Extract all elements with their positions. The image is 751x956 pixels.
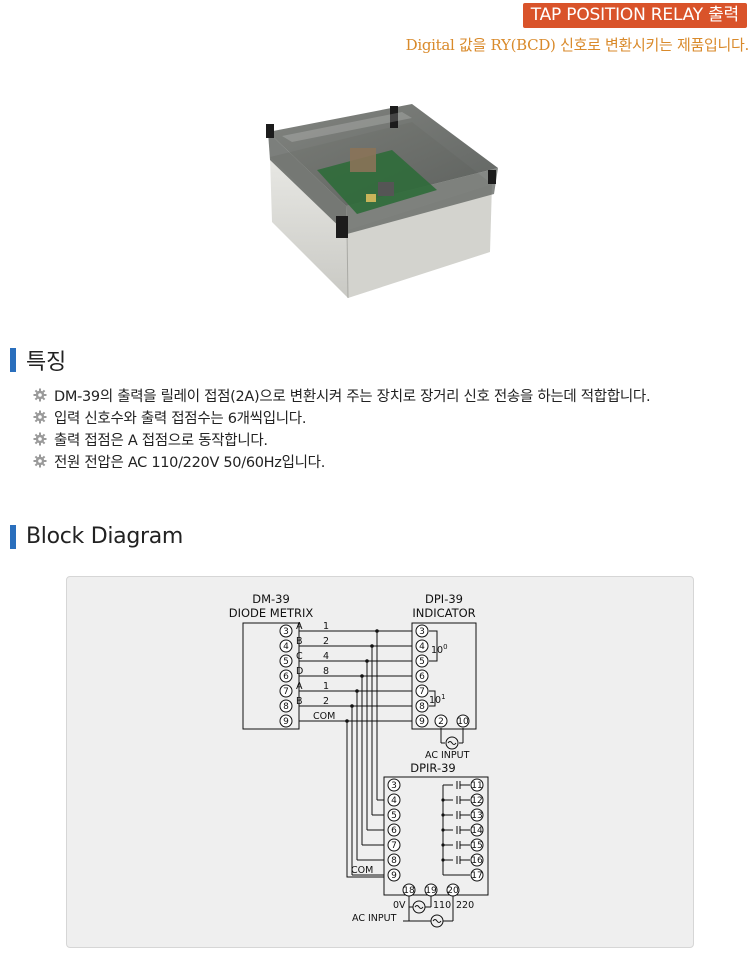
- product-subtitle: Digital 값을 RY(BCD) 신호로 변환시키는 제품입니다.: [405, 36, 750, 54]
- features-heading-text: 특징: [26, 350, 66, 375]
- dpir39-output: 13: [471, 811, 482, 821]
- product-title-badge: TAP POSITION RELAY 출력: [522, 3, 747, 28]
- feature-text: 입력 신호수와 출력 접점수는 6개씩입니다.: [54, 410, 307, 427]
- block-diagram: DM-39 DIODE METRIX DPI-39 INDICATOR DPIR…: [66, 576, 694, 948]
- dm39-letter: B: [296, 696, 303, 707]
- dm39-letter: A: [296, 681, 303, 692]
- dpi39-terminal: 6: [419, 672, 425, 682]
- dpi39-name: DPI-39: [425, 592, 463, 606]
- heading-bar: [10, 348, 16, 372]
- dpi39-terminal: 3: [419, 627, 425, 637]
- dpir39-output: 12: [471, 796, 482, 806]
- dpir39-bottom-terminal: 18: [403, 886, 415, 896]
- features-list: DM-39의 출력을 릴레이 접점(2A)으로 변환시켜 주는 장치로 장거리 …: [33, 384, 651, 472]
- dpir39-terminal: 4: [391, 796, 397, 806]
- dm39-terminal: 3: [283, 627, 289, 637]
- dpir39-bottom-terminal: 20: [447, 886, 459, 896]
- dm39-letter: D: [296, 666, 303, 677]
- product-image: [266, 104, 498, 299]
- dpi39-terminal: 2: [438, 717, 444, 727]
- feature-item: 출력 접점은 A 접점으로 동작합니다.: [33, 428, 650, 450]
- dm39-terminal: 4: [283, 642, 289, 652]
- diagram-heading-text: Block Diagram: [26, 524, 184, 549]
- dm39-letter: C: [296, 651, 303, 662]
- dpir39-terminal: 5: [391, 811, 397, 821]
- feature-item: DM-39의 출력을 릴레이 접점(2A)으로 변환시켜 주는 장치로 장거리 …: [33, 384, 651, 406]
- dpir39-terminal: 6: [391, 826, 397, 836]
- feature-text: 전원 전압은 AC 110/220V 50/60Hz입니다.: [54, 454, 326, 471]
- dpir39-0v: 0V: [393, 900, 406, 911]
- dpi39-terminal: 7: [419, 687, 425, 697]
- features-heading: 특징: [10, 344, 66, 376]
- dm39-weight: 4: [323, 651, 329, 662]
- dpi39-terminal: 5: [419, 657, 425, 667]
- dpir39-box: [383, 776, 489, 896]
- dm39-terminal: 6: [283, 672, 289, 682]
- dm39-desc: DIODE METRIX: [229, 606, 314, 620]
- dpi39-terminal: 10: [457, 717, 469, 727]
- dm39-letter: A: [296, 621, 303, 632]
- dm39-terminal: 8: [283, 702, 289, 712]
- dm39-name: DM-39: [252, 592, 290, 606]
- dm39-weight: 1: [323, 621, 329, 632]
- dpir39-terminal: 3: [391, 781, 397, 791]
- dm39-terminal: 9: [283, 717, 289, 727]
- feature-text: 출력 접점은 A 접점으로 동작합니다.: [54, 432, 268, 449]
- dpi39-desc: INDICATOR: [412, 606, 475, 620]
- dm39-com: COM: [313, 711, 335, 722]
- gear-icon: [33, 432, 47, 446]
- gear-icon: [33, 410, 47, 424]
- dm39-terminal: 7: [283, 687, 289, 697]
- dm39-terminal: 5: [283, 657, 289, 667]
- dpir39-output: 16: [471, 856, 483, 866]
- dpir39-220: 220: [456, 900, 474, 911]
- dpir39-output: 14: [471, 826, 483, 836]
- dpir39-terminal: 9: [391, 871, 397, 881]
- dpi39-terminal: 9: [419, 717, 425, 727]
- diagram-heading: Block Diagram: [10, 524, 183, 549]
- dm39-weight: 2: [323, 636, 329, 647]
- dpir39-output: 15: [471, 841, 482, 851]
- dpi39-ac-input: AC INPUT: [425, 750, 470, 761]
- dm39-weight: 2: [323, 696, 329, 707]
- gear-icon: [33, 454, 47, 468]
- heading-bar: [10, 524, 16, 549]
- dpi39-terminal: 4: [419, 642, 425, 652]
- dm39-letter: B: [296, 636, 303, 647]
- dpir39-com: COM: [351, 865, 373, 876]
- dpir39-output: 11: [471, 781, 482, 791]
- feature-text: DM-39의 출력을 릴레이 접점(2A)으로 변환시켜 주는 장치로 장거리 …: [54, 388, 651, 405]
- dpir39-output: 17: [471, 871, 482, 881]
- feature-item: 전원 전압은 AC 110/220V 50/60Hz입니다.: [33, 450, 650, 472]
- dpir39-terminal: 8: [391, 856, 397, 866]
- dpir39-ac-input: AC INPUT: [352, 913, 397, 924]
- dpi39-terminal: 8: [419, 702, 425, 712]
- dpir39-110: 110: [433, 900, 451, 911]
- dm39-weight: 8: [323, 666, 329, 677]
- dpir39-terminal: 7: [391, 841, 397, 851]
- gear-icon: [33, 388, 47, 402]
- dpir39-bottom-terminal: 19: [425, 886, 437, 896]
- dpi39-group1: 101: [429, 693, 446, 706]
- dm39-weight: 1: [323, 681, 329, 692]
- dpir39-name: DPIR-39: [410, 761, 456, 775]
- dpi39-group0: 100: [431, 643, 448, 656]
- block-diagram-svg: DM-39 DIODE METRIX DPI-39 INDICATOR DPIR…: [229, 592, 489, 928]
- feature-item: 입력 신호수와 출력 접점수는 6개씩입니다.: [33, 406, 650, 428]
